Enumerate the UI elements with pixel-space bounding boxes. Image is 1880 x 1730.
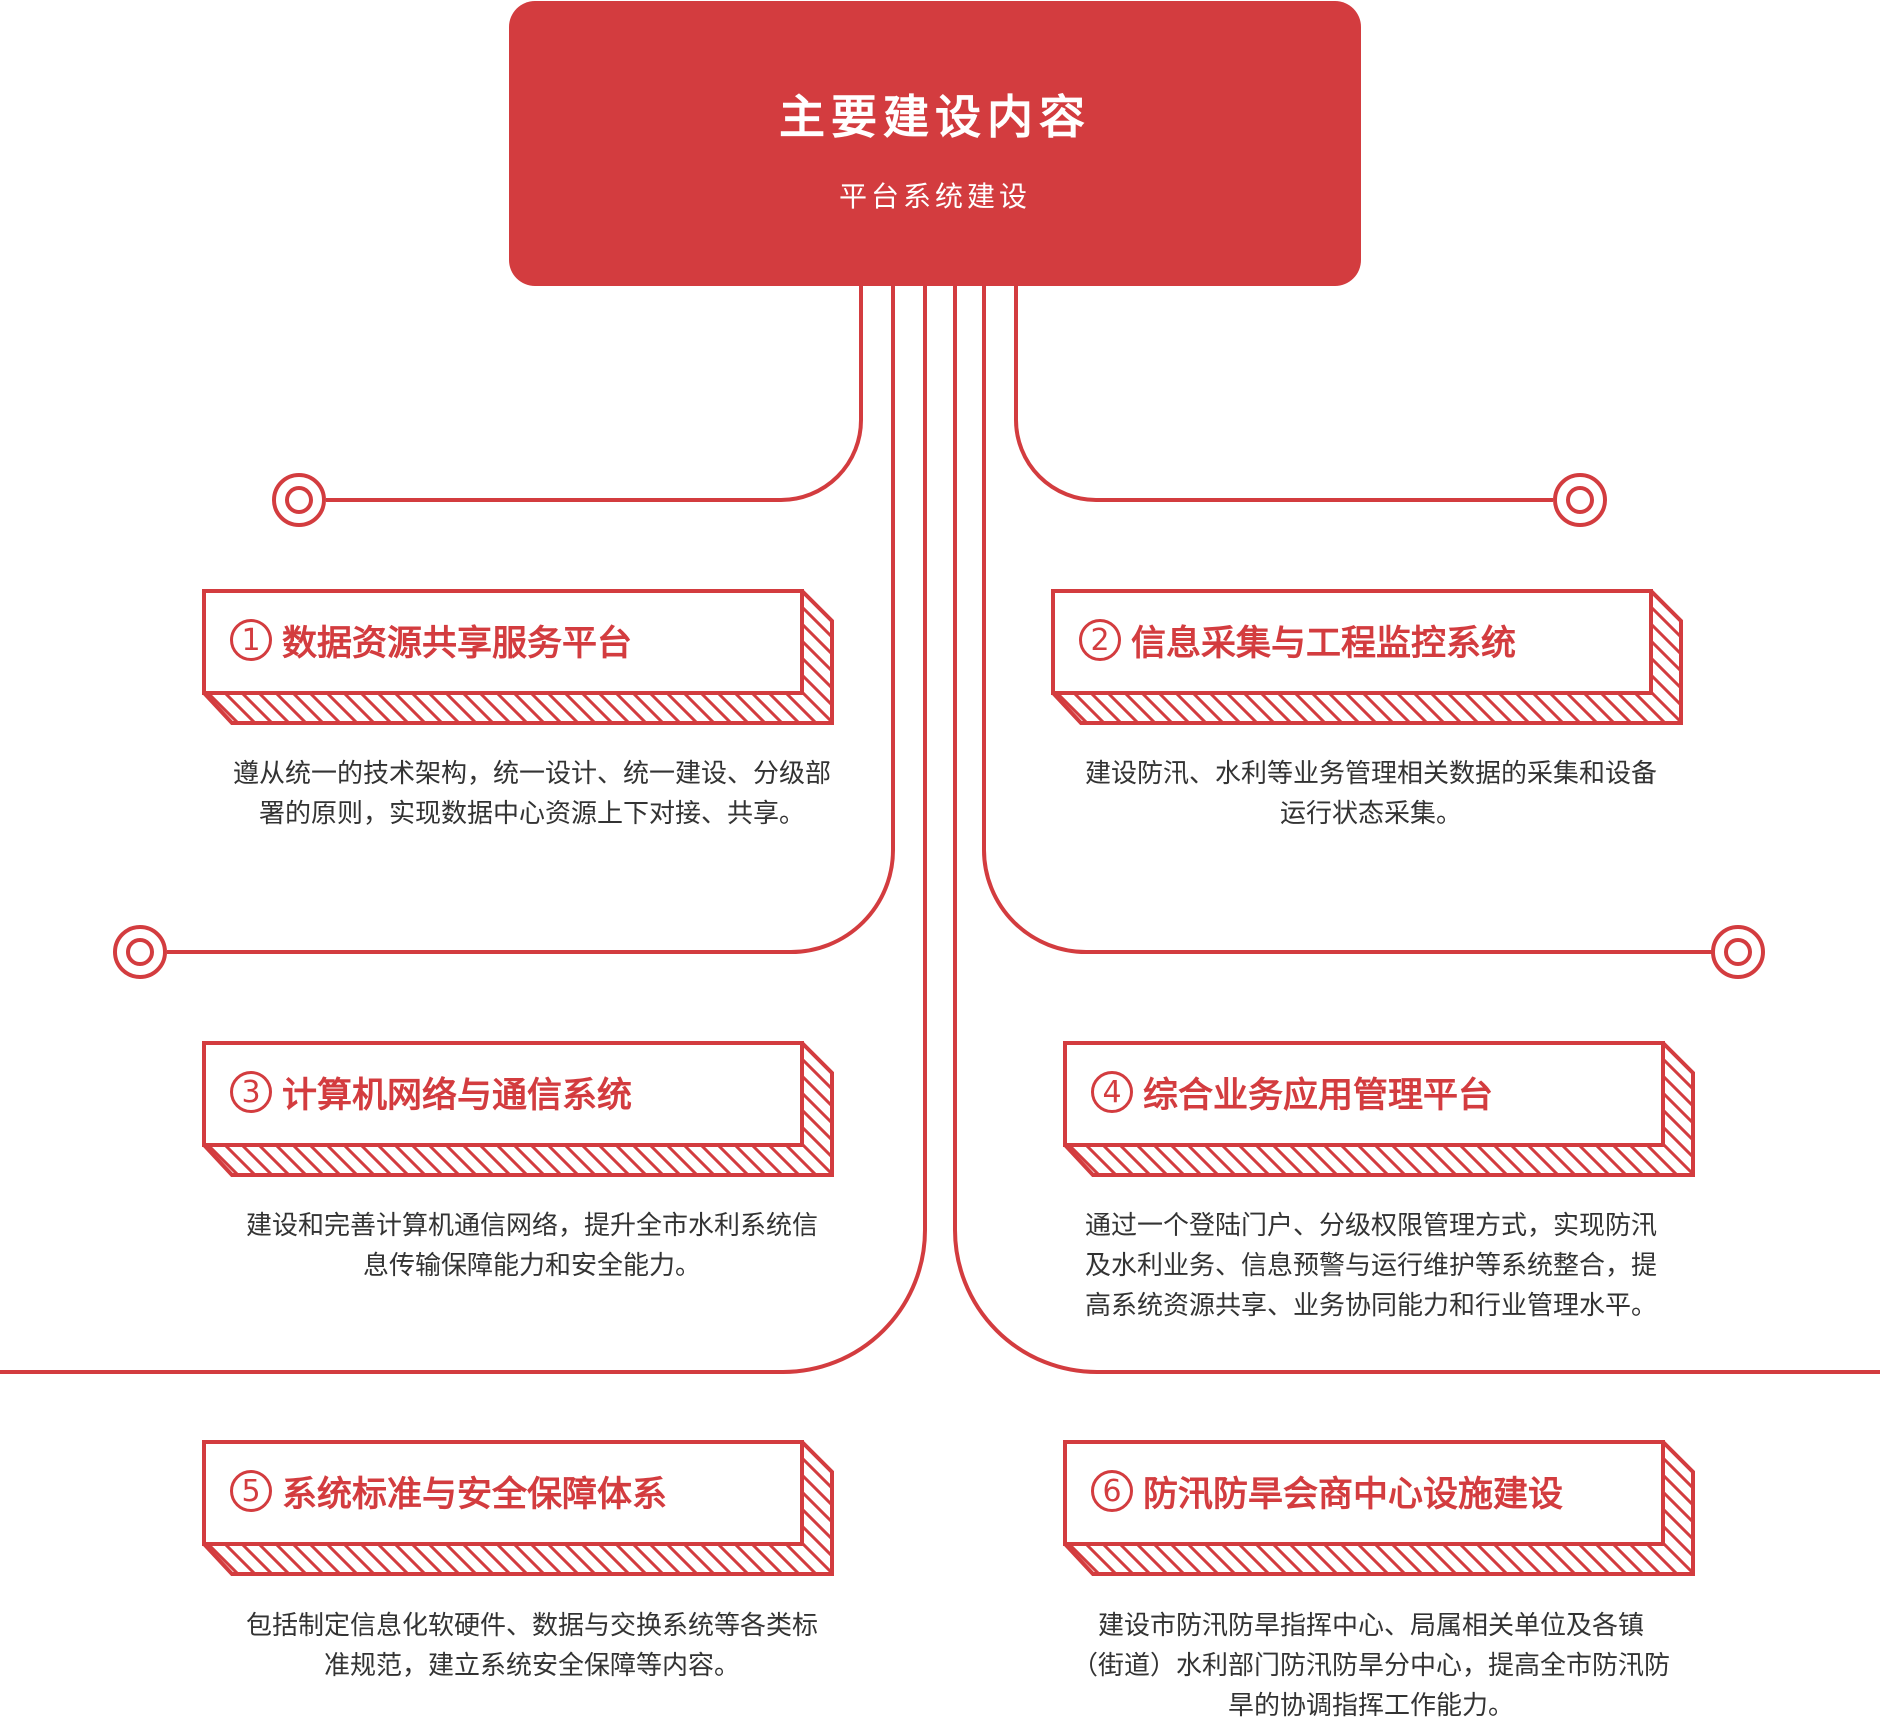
box-title: 信息采集与工程监控系统 [1131, 623, 1517, 664]
description-line: 及水利业务、信息预警与运行维护等系统整合，提 [1084, 1251, 1657, 1281]
target-node-icon-4 [1711, 925, 1765, 979]
connector-line-2 [1014, 286, 1553, 502]
box-title: 综合业务应用管理平台 [1143, 1075, 1494, 1116]
description-line: 建设防汛、水利等业务管理相关数据的采集和设备 [1084, 759, 1657, 789]
number-badge: 6 [1091, 1470, 1133, 1512]
description-line: （街道）水利部门防汛防旱分中心，提高全市防汛防 [1071, 1651, 1670, 1681]
target-node-icon-1 [272, 473, 326, 527]
box-frame [1051, 589, 1683, 725]
item-description-4: 通过一个登陆门户、分级权限管理方式，实现防汛及水利业务、信息预警与运行维护等系统… [1051, 1206, 1691, 1326]
description-line: 息传输保障能力和安全能力。 [362, 1251, 701, 1281]
box-title: 数据资源共享服务平台 [282, 623, 633, 664]
box-frame [202, 1041, 834, 1177]
number-badge: 4 [1091, 1071, 1133, 1113]
box-frame [1063, 1041, 1695, 1177]
description-line: 包括制定信息化软硬件、数据与交换系统等各类标 [245, 1611, 818, 1641]
description-line: 运行状态采集。 [1279, 799, 1462, 829]
item-description-3: 建设和完善计算机通信网络，提升全市水利系统信息传输保障能力和安全能力。 [212, 1206, 852, 1286]
target-node-icon-3 [113, 925, 167, 979]
description-line: 遵从统一的技术架构，统一设计、统一建设、分级部 [232, 759, 831, 789]
item-description-2: 建设防汛、水利等业务管理相关数据的采集和设备运行状态采集。 [1051, 754, 1691, 834]
item-description-5: 包括制定信息化软硬件、数据与交换系统等各类标准规范，建立系统安全保障等内容。 [212, 1606, 852, 1686]
header-subtitle: 平台系统建设 [838, 180, 1031, 213]
number-badge: 3 [230, 1071, 272, 1113]
main-header: 主要建设内容 平台系统建设 [509, 1, 1361, 286]
number-badge: 5 [230, 1470, 272, 1512]
description-line: 署的原则，实现数据中心资源上下对接、共享。 [258, 799, 805, 829]
connector-line-1 [326, 286, 863, 502]
description-line: 高系统资源共享、业务协同能力和行业管理水平。 [1084, 1291, 1657, 1321]
box-title: 防汛防旱会商中心设施建设 [1143, 1474, 1564, 1515]
box-title: 系统标准与安全保障体系 [282, 1474, 668, 1515]
description-line: 建设和完善计算机通信网络，提升全市水利系统信 [245, 1211, 818, 1241]
header-title: 主要建设内容 [779, 90, 1091, 144]
connector-line-3 [167, 286, 895, 954]
description-line: 准规范，建立系统安全保障等内容。 [323, 1651, 740, 1681]
connector-line-6 [953, 286, 1880, 1374]
item-description-1: 遵从统一的技术架构，统一设计、统一建设、分级部署的原则，实现数据中心资源上下对接… [212, 754, 852, 834]
description-line: 通过一个登陆门户、分级权限管理方式，实现防汛 [1084, 1211, 1657, 1241]
target-node-icon-2 [1553, 473, 1607, 527]
box-frame [1063, 1440, 1695, 1576]
description-line: 建设市防汛防旱指挥中心、局属相关单位及各镇 [1097, 1611, 1644, 1641]
connector-line-4 [982, 286, 1712, 954]
item-description-6: 建设市防汛防旱指挥中心、局属相关单位及各镇 （街道）水利部门防汛防旱分中心，提高全… [1051, 1606, 1691, 1726]
connector-line-5 [0, 286, 927, 1374]
number-badge: 2 [1079, 619, 1121, 661]
description-line: 旱的协调指挥工作能力。 [1227, 1691, 1514, 1721]
box-title: 计算机网络与通信系统 [282, 1075, 633, 1116]
box-frame [202, 589, 834, 725]
number-badge: 1 [230, 619, 272, 661]
